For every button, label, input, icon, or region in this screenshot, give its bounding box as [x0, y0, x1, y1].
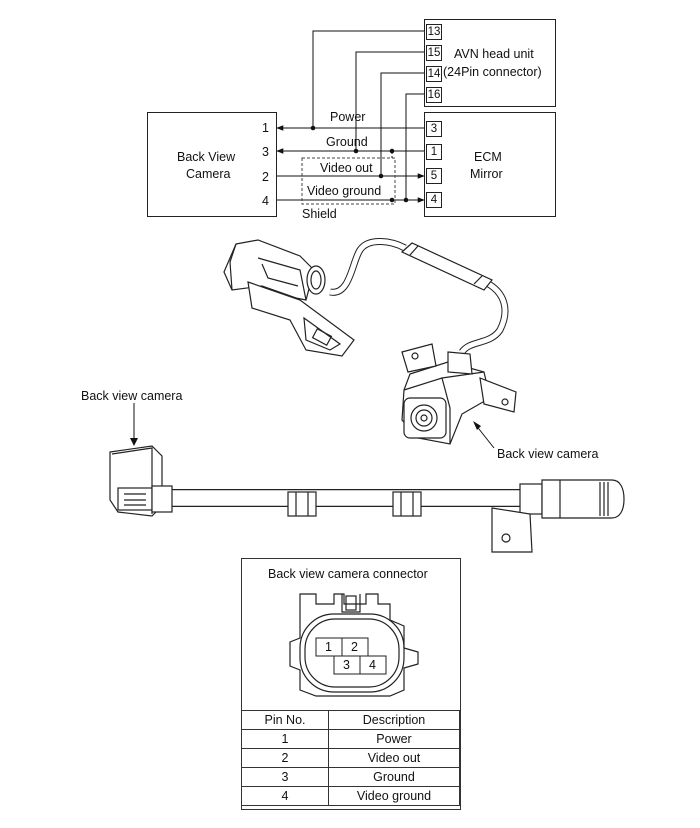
pin-description-cell: Video out [328, 748, 460, 768]
shield-label: Shield [302, 207, 337, 221]
avn-pin: 16 [426, 87, 442, 103]
ecm-pin: 4 [426, 192, 442, 208]
ecm-pin: 1 [426, 144, 442, 160]
back-view-camera-box [147, 112, 277, 217]
connector-title: Back view camera connector [268, 567, 428, 581]
wire-label-video-out: Video out [320, 161, 373, 175]
wire-video-ground [405, 93, 428, 200]
connector-pin: 2 [351, 640, 358, 654]
camera-pin: 1 [262, 121, 269, 135]
table-row: 1 Power [241, 729, 460, 749]
pin-description-table: Pin No. Description 1 Power 2 Video out … [241, 710, 460, 806]
ecm-subtitle: Mirror [470, 167, 503, 181]
wire-video-out [380, 72, 428, 176]
camera-pin: 3 [262, 145, 269, 159]
avn-title: AVN head unit [454, 47, 534, 61]
table-header: Description [328, 710, 460, 730]
ecm-title: ECM [474, 150, 502, 164]
ecm-mirror-box [424, 112, 556, 217]
avn-pin: 13 [426, 24, 442, 40]
wire-ground [355, 51, 428, 151]
pin-number-cell: 3 [241, 767, 329, 787]
table-row: 4 Video ground [241, 786, 460, 806]
pin-description-cell: Ground [328, 767, 460, 787]
avn-head-unit-box [424, 19, 556, 107]
avn-pin: 15 [426, 45, 442, 61]
table-row: 2 Video out [241, 748, 460, 768]
ecm-pin: 5 [426, 168, 442, 184]
wire-label-ground: Ground [326, 135, 368, 149]
shield-box [301, 157, 396, 205]
pin-number-cell: 4 [241, 786, 329, 806]
pin-description-cell: Power [328, 729, 460, 749]
connector-pin: 4 [369, 658, 376, 672]
wire-label-power: Power [330, 110, 366, 124]
connector-pin: 3 [343, 658, 350, 672]
callout-back-view-camera-left: Back view camera [81, 389, 183, 403]
wire-power [312, 30, 428, 128]
callout-back-view-camera-right: Back view camera [497, 447, 599, 461]
pin-number-cell: 1 [241, 729, 329, 749]
table-row: 3 Ground [241, 767, 460, 787]
camera-title: Back View [177, 150, 236, 164]
camera-pin: 2 [262, 170, 269, 184]
pin-number-cell: 2 [241, 748, 329, 768]
wire-label-video-ground: Video ground [307, 184, 382, 198]
avn-pin: 14 [426, 66, 442, 82]
camera-subtitle: Camera [186, 167, 231, 181]
ecm-pin: 3 [426, 121, 442, 137]
table-header-row: Pin No. Description [241, 710, 460, 730]
avn-subtitle: (24Pin connector) [443, 65, 542, 79]
table-header: Pin No. [241, 710, 329, 730]
pin-description-cell: Video ground [328, 786, 460, 806]
camera-pin: 4 [262, 194, 269, 208]
connector-pin: 1 [325, 640, 332, 654]
